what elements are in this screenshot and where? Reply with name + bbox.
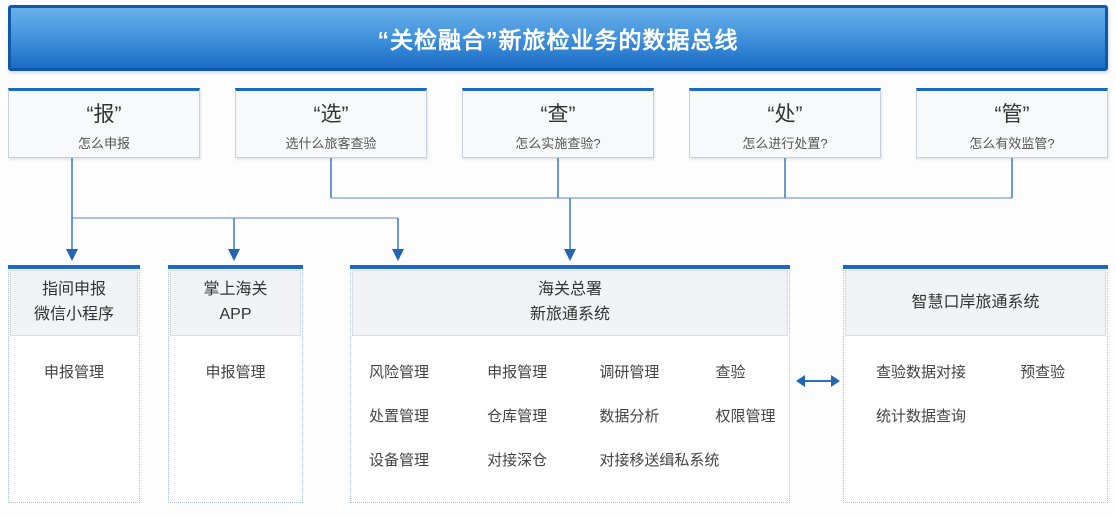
question-text: 选什么旅客查验 <box>285 136 377 151</box>
module-item: 仓库管理 <box>487 408 548 425</box>
module-item: 申报管理 <box>487 364 548 381</box>
module-row: 统计数据查询 <box>876 406 1107 428</box>
question-text: 怎么申报 <box>77 136 130 151</box>
module-row: 查验数据对接 预查验 <box>876 362 1107 384</box>
module-item: 申报管理 <box>43 364 104 381</box>
question-box-supervise: “管” 怎么有效监管? <box>916 88 1108 158</box>
system-title-line: 新旅通系统 <box>529 306 610 323</box>
module-item: 查验数据对接 <box>876 364 967 381</box>
system-modules: 查验数据对接 预查验 统计数据查询 <box>844 338 1107 502</box>
system-modules: 风险管理 申报管理 调研管理 查验 处置管理 仓库管理 数据分析 权限管理 设备… <box>351 338 789 502</box>
system-topbar <box>168 265 303 269</box>
system-title-line: 智慧口岸旅通系统 <box>911 293 1040 311</box>
system-box-smart-port: 智慧口岸旅通系统 查验数据对接 预查验 统计数据查询 <box>843 265 1108 503</box>
module-item: 申报管理 <box>205 364 266 381</box>
system-topbar <box>843 265 1108 269</box>
question-box-dispose: “处” 怎么进行处置? <box>689 88 881 158</box>
question-text: 怎么实施查验? <box>515 136 601 151</box>
system-box-customs-headquarters: 海关总署 新旅通系统 风险管理 申报管理 调研管理 查验 处置管理 仓库管理 数… <box>350 265 790 503</box>
arrowhead-customs-center <box>564 249 576 261</box>
question-keyword: “处” <box>767 103 803 126</box>
module-item: 查验 <box>715 364 746 381</box>
module-item: 权限管理 <box>715 408 776 425</box>
question-box-declare: “报” 怎么申报 <box>8 88 200 158</box>
arrowhead-app <box>228 249 240 261</box>
system-modules: 申报管理 <box>9 338 139 502</box>
system-title: 智慧口岸旅通系统 <box>845 270 1106 336</box>
module-item: 风险管理 <box>369 364 430 381</box>
system-title-line: 掌上海关 <box>203 281 268 299</box>
question-text: 怎么有效监管? <box>969 136 1055 151</box>
system-title-line: APP <box>219 306 252 323</box>
module-item: 调研管理 <box>599 364 660 381</box>
module-item: 对接深仓 <box>487 452 548 469</box>
question-keyword: “管” <box>994 103 1030 126</box>
module-item: 统计数据查询 <box>876 408 967 425</box>
arrowhead-miniprogram <box>66 249 78 261</box>
system-topbar <box>350 265 790 269</box>
question-keyword: “选” <box>313 103 349 126</box>
system-title-line: 指间申报 <box>41 281 106 299</box>
module-item: 对接移送缉私系统 <box>599 452 720 469</box>
module-item: 设备管理 <box>369 452 430 469</box>
module-item: 数据分析 <box>599 408 660 425</box>
question-box-inspect: “查” 怎么实施查验? <box>462 88 654 158</box>
system-modules: 申报管理 <box>169 338 302 502</box>
system-topbar <box>8 265 140 269</box>
title-banner: “关检融合”新旅检业务的数据总线 <box>8 5 1108 71</box>
question-text: 怎么进行处置? <box>742 136 828 151</box>
system-box-customs-app: 掌上海关 APP 申报管理 <box>168 265 303 503</box>
system-title-line: 海关总署 <box>537 281 602 299</box>
module-row: 设备管理 对接深仓 对接移送缉私系统 <box>369 450 789 472</box>
page-title: “关检融合”新旅检业务的数据总线 <box>377 27 739 53</box>
module-item: 处置管理 <box>369 408 430 425</box>
question-box-select: “选” 选什么旅客查验 <box>235 88 427 158</box>
question-keyword: “查” <box>540 103 576 126</box>
module-row: 处置管理 仓库管理 数据分析 权限管理 <box>369 406 789 428</box>
module-item: 预查验 <box>1020 364 1066 381</box>
module-row: 风险管理 申报管理 调研管理 查验 <box>369 362 789 384</box>
arrowhead-customs-left <box>392 249 404 261</box>
system-title-line: 微信小程序 <box>33 306 114 323</box>
system-box-wechat-miniprogram: 指间申报 微信小程序 申报管理 <box>8 265 140 503</box>
system-title: 海关总署 新旅通系统 <box>352 270 788 336</box>
double-arrow-customs-smartport <box>796 375 840 387</box>
question-keyword: “报” <box>86 103 122 126</box>
system-title: 指间申报 微信小程序 <box>10 270 138 336</box>
system-title: 掌上海关 APP <box>170 270 301 336</box>
